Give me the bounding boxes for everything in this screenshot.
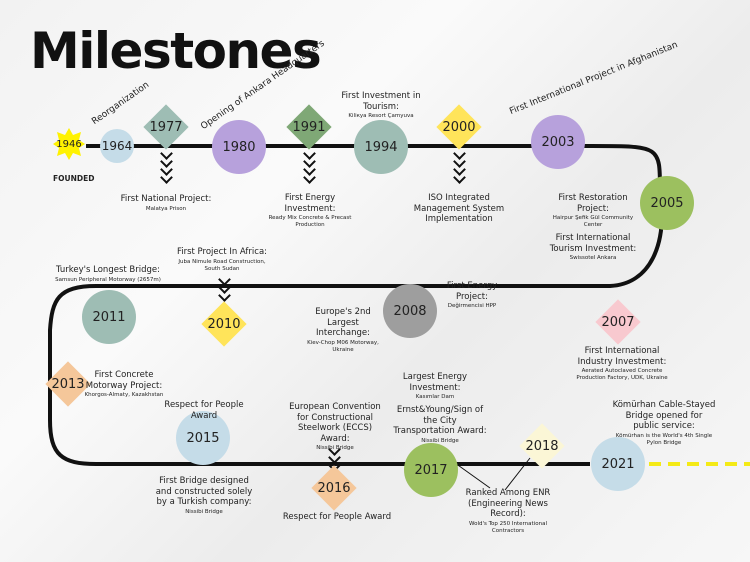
page-title: Milestones xyxy=(30,22,322,80)
founded-label: FOUNDED xyxy=(53,174,95,183)
star-burst-icon xyxy=(53,128,85,160)
label-2015-top: Respect for People Award xyxy=(164,400,244,421)
timeline-path xyxy=(48,144,664,466)
label-2013: First Concrete Motorway Project: Khorgos… xyxy=(84,370,164,398)
diamond-2013: 2013 xyxy=(46,362,90,406)
label-1977: First National Project: Malatya Prison xyxy=(120,194,212,212)
label-2008-top: First Energy Project: Değirmencisi HPP xyxy=(446,281,498,309)
label-2008-bottom: Europe's 2nd Largest Interchange: Kiev-C… xyxy=(307,307,379,353)
chevrons-1977 xyxy=(159,147,173,184)
label-2016-bottom: Respect for People Award xyxy=(282,512,392,522)
label-2015-bottom: First Bridge designed and constructed so… xyxy=(155,476,253,515)
node-1964: 1964 xyxy=(100,129,134,163)
node-2005: 2005 xyxy=(640,176,694,230)
label-2017-top: Largest Energy Investment: Kasımlar Dam xyxy=(402,372,468,400)
chevrons-2010 xyxy=(217,273,231,302)
node-1980: 1980 xyxy=(212,120,266,174)
label-2016-top: European Convention for Constructional S… xyxy=(289,402,381,451)
node-2017: 2017 xyxy=(404,443,458,497)
label-2011: Turkey's Longest Bridge: Samsun Peripher… xyxy=(55,265,161,283)
diamond-2010: 2010 xyxy=(202,302,246,346)
label-2021: Kömürhan Cable-Stayed Bridge opened for … xyxy=(612,400,716,446)
label-2005: First Restoration Project: Hairpur Şefik… xyxy=(549,193,637,261)
diamond-2000: 2000 xyxy=(437,105,481,149)
diamond-2016: 2016 xyxy=(312,466,356,510)
diamond-1991: 1991 xyxy=(287,105,331,149)
label-2000: ISO Integrated Management System Impleme… xyxy=(413,193,505,224)
diamond-2018: 2018 xyxy=(520,424,564,468)
label-2017-mid: Ernst&Young/Sign of the City Transportat… xyxy=(393,405,487,444)
diamond-2007: 2007 xyxy=(596,300,640,344)
label-1991: First Energy Investment: Ready Mix Concr… xyxy=(268,193,352,228)
label-2010: First Project In Africa: Juba Nimule Roa… xyxy=(176,247,268,272)
label-2018: Ranked Among ENR (Engineering News Recor… xyxy=(465,488,551,534)
node-2008: 2008 xyxy=(383,284,437,338)
node-2003: 2003 xyxy=(531,115,585,169)
year-1946: 1946 xyxy=(56,138,82,150)
chevrons-1991 xyxy=(302,147,316,184)
label-1994: First Investment in Tourism: Kiliкya Res… xyxy=(341,91,421,119)
node-2015: 2015 xyxy=(176,411,230,465)
diamond-1977: 1977 xyxy=(144,105,188,149)
node-1994: 1994 xyxy=(354,120,408,174)
label-2007: First International Industry Investment:… xyxy=(576,346,668,381)
node-2011: 2011 xyxy=(82,290,136,344)
node-2021: 2021 xyxy=(591,437,645,491)
star-1946: 1946 xyxy=(52,127,86,161)
chevrons-2000 xyxy=(452,147,466,184)
